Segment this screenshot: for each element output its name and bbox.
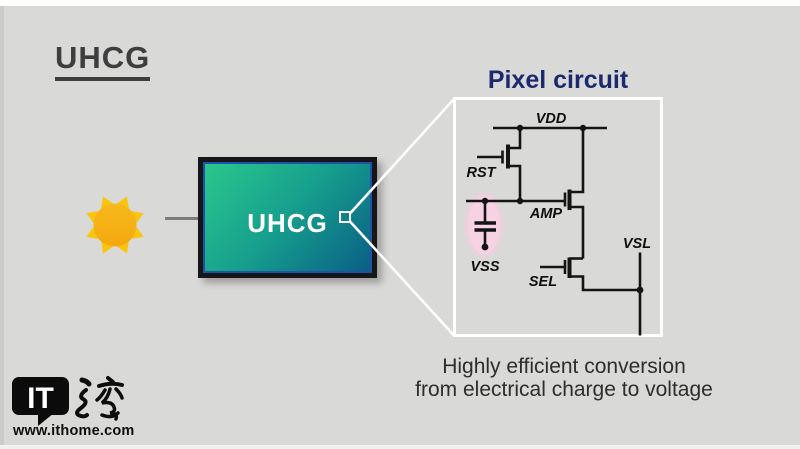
ithome-url: www.ithome.com (13, 423, 135, 439)
pixel-zoom-square (339, 211, 351, 223)
rst-transistor (477, 128, 522, 201)
amp-label: AMP (529, 206, 563, 222)
sel-transistor (540, 257, 640, 292)
pixel-circuit-diagram: VDD RST AMP VSS SEL VSL (453, 97, 663, 337)
top-letterbox-strip (0, 0, 800, 6)
vdd-label: VDD (536, 111, 567, 127)
capacitor-highlight (464, 191, 504, 259)
amp-transistor (563, 128, 585, 259)
logo-cjk-calligraphy (75, 376, 124, 421)
caption: Highly efficient conversion from electri… (404, 355, 724, 401)
left-edge-strip (0, 6, 4, 445)
sun-rays (86, 196, 144, 254)
bottom-letterbox-strip (0, 445, 800, 449)
rst-label: RST (467, 165, 497, 181)
caption-line-1: Highly efficient conversion (442, 355, 686, 378)
sel-label: SEL (529, 274, 557, 290)
logo-it-text: IT (27, 382, 54, 415)
vss-label: VSS (470, 259, 499, 275)
light-path-line (165, 217, 199, 220)
page-title: UHCG (55, 40, 151, 81)
sensor-label: UHCG (247, 208, 328, 238)
sun-disc (93, 203, 137, 247)
junction-dots (481, 124, 644, 294)
sun-icon (86, 196, 144, 254)
vsl-label: VSL (623, 236, 651, 252)
ithome-logo: IT (12, 376, 124, 426)
sensor-surface: UHCG (203, 162, 372, 273)
image-sensor: UHCG (198, 157, 377, 278)
caption-line-2: from electrical charge to voltage (415, 378, 713, 401)
speech-bubble-icon: IT (12, 377, 69, 426)
pixel-circuit-title: Pixel circuit (487, 66, 629, 94)
